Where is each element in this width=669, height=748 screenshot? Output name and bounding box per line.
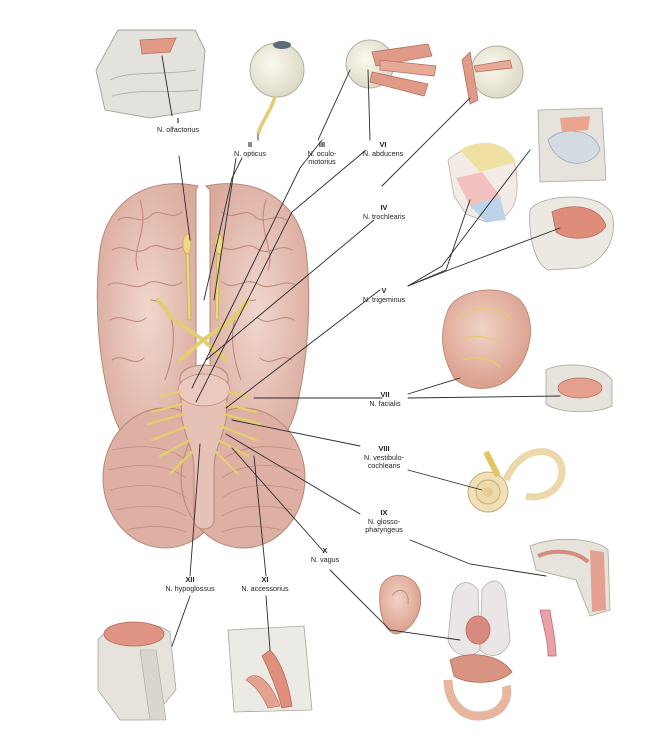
label-nerve-I: I N. olfactorius bbox=[157, 116, 199, 134]
olfactory-tracts bbox=[182, 233, 224, 321]
sinus-section-illustration bbox=[537, 107, 607, 183]
numeral-I: I bbox=[176, 116, 180, 125]
tongue-hypoglossal-illustration bbox=[97, 621, 177, 721]
label-nerve-II: II N. opticus bbox=[234, 140, 266, 158]
numeral-X: X bbox=[322, 546, 328, 555]
cerebellar-folia bbox=[107, 446, 301, 533]
name-III-line1: N. oculo- bbox=[307, 148, 337, 158]
name-I: N. olfactorius bbox=[157, 124, 199, 134]
eyeball-optic-illustration bbox=[249, 41, 305, 135]
numeral-IV: IV bbox=[380, 203, 388, 212]
name-XII: N. hypoglossus bbox=[165, 583, 215, 593]
name-IX-line1: N. glosso- bbox=[367, 516, 401, 526]
name-VII: N. facialis bbox=[369, 398, 401, 408]
label-nerve-IV: IV N. trochlearis bbox=[362, 203, 406, 221]
name-VIII-line2: cochlearis bbox=[367, 461, 401, 471]
leader-lines bbox=[161, 55, 561, 651]
nerve-roots bbox=[146, 390, 262, 476]
eye-oblique-illustration bbox=[461, 45, 524, 105]
label-nerve-X: X N. vagus bbox=[310, 546, 340, 564]
inner-ear-illustration bbox=[467, 448, 566, 513]
gyri bbox=[107, 199, 297, 362]
numeral-III: III bbox=[318, 140, 326, 149]
label-nerve-III: III N. oculo- motorius bbox=[307, 140, 337, 167]
label-nerve-VI: VI N. abducens bbox=[362, 140, 404, 158]
neck-accessory-illustration bbox=[227, 625, 313, 713]
skull-masseter-illustration bbox=[529, 196, 614, 271]
numeral-XI: XI bbox=[261, 575, 269, 584]
numeral-V: V bbox=[381, 286, 387, 295]
numeral-IX: IX bbox=[380, 508, 388, 517]
label-nerve-VII: VII N. facialis bbox=[369, 390, 401, 408]
name-IV: N. trochlearis bbox=[362, 211, 406, 221]
name-IX-line2: pharyngeus bbox=[365, 525, 403, 535]
label-nerve-XII: XII N. hypoglossus bbox=[165, 575, 215, 593]
name-III-line2: motorius bbox=[308, 157, 336, 167]
name-VIII-line1: N. vestibulo- bbox=[364, 452, 404, 462]
numeral-VI: VI bbox=[379, 140, 387, 149]
name-VI: N. abducens bbox=[362, 148, 404, 158]
numeral-VII: VII bbox=[380, 390, 390, 399]
carotid-illustration bbox=[539, 609, 557, 657]
label-nerve-VIII: VIII N. vestibulo- cochlearis bbox=[364, 444, 404, 471]
name-XI: N. accessorius bbox=[241, 583, 289, 593]
name-II: N. opticus bbox=[234, 148, 266, 158]
label-nerve-XI: XI N. accessorius bbox=[241, 575, 289, 593]
name-V: N. trigeminus bbox=[362, 294, 406, 304]
face-sensory-map-illustration bbox=[447, 142, 518, 223]
numeral-VIII: VIII bbox=[378, 444, 390, 453]
ear-illustration bbox=[379, 574, 422, 635]
tongue-section-illustration bbox=[545, 364, 613, 413]
eye-muscles-illustration bbox=[345, 39, 437, 97]
thoracic-organs-illustration bbox=[443, 580, 513, 721]
numeral-XII: XII bbox=[185, 575, 195, 584]
pharynx-illustration bbox=[529, 538, 611, 617]
numeral-II: II bbox=[247, 140, 253, 149]
name-X: N. vagus bbox=[310, 554, 340, 564]
head-facial-muscles-illustration bbox=[442, 289, 531, 389]
label-nerve-IX: IX N. glosso- pharyngeus bbox=[365, 508, 403, 535]
label-nerve-V: V N. trigeminus bbox=[362, 286, 406, 304]
nasal-cavity-illustration bbox=[95, 29, 206, 119]
